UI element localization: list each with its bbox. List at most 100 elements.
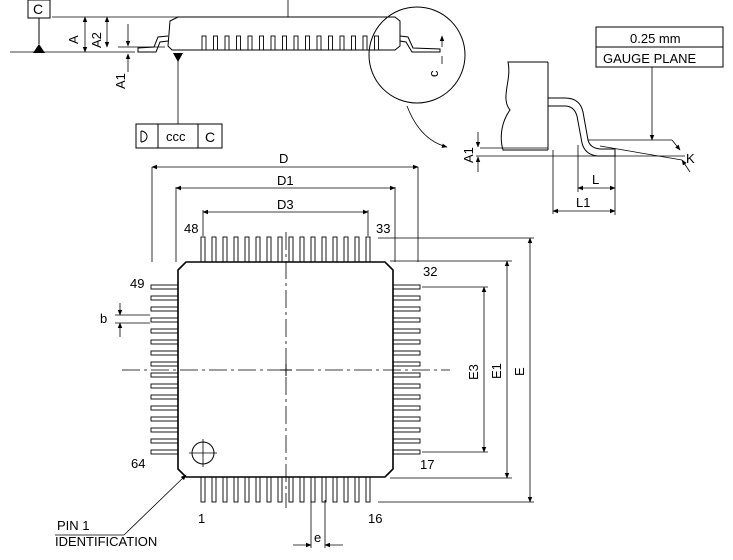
- datum-c-label: C: [33, 1, 43, 17]
- lead-top: [332, 236, 338, 263]
- lead-top: [211, 236, 217, 263]
- lead-top: [277, 236, 283, 263]
- lead-left: [150, 350, 179, 356]
- right-lead: [399, 35, 441, 53]
- lead-top: [288, 236, 294, 263]
- lead-top: [365, 236, 371, 263]
- lead-top: [244, 236, 250, 263]
- side-lead: [362, 35, 368, 51]
- flatness-symbol: [140, 130, 148, 143]
- lead-right: [392, 306, 421, 312]
- ccc-leader-arrow: [173, 53, 183, 62]
- pin-number-1: 1: [198, 511, 205, 526]
- lead-top: [299, 236, 305, 263]
- dim-e-pitch-label: e: [314, 530, 321, 545]
- lead-top: [354, 236, 360, 263]
- lead-left: [150, 295, 179, 301]
- lead-bottom: [332, 476, 338, 503]
- lead-bottom: [211, 476, 217, 503]
- lead-left: [150, 284, 179, 290]
- side-lead-comb: [201, 35, 379, 51]
- side-lead: [236, 35, 241, 51]
- tolerance-value: ccc: [166, 129, 186, 144]
- dim-a2-label: A2: [89, 32, 104, 48]
- detail-lead: [548, 97, 616, 157]
- lead-top: [321, 236, 327, 263]
- lead-right: [392, 372, 421, 378]
- lead-right: [392, 438, 421, 444]
- detail-arrow: [406, 105, 448, 148]
- pin1-label-line1: PIN 1: [57, 518, 90, 533]
- lead-top: [222, 236, 228, 263]
- gauge-label: GAUGE PLANE: [603, 51, 697, 66]
- lead-left: [150, 361, 179, 367]
- side-lead: [259, 35, 264, 51]
- lead-bottom: [277, 476, 283, 503]
- k-angle-line: [599, 145, 683, 161]
- side-lead: [213, 35, 218, 51]
- lead-bottom: [200, 476, 206, 503]
- side-lead: [282, 35, 287, 51]
- lead-right: [392, 416, 421, 422]
- side-view: C A A2 A1 cc: [10, 0, 466, 149]
- dim-c-label: c: [426, 70, 441, 77]
- dim-a1-label: A1: [113, 73, 128, 89]
- lead-left: [150, 449, 179, 455]
- lead-left: [150, 328, 179, 334]
- side-lead: [201, 35, 207, 51]
- pin1-leader: [123, 474, 187, 536]
- lead-bottom: [266, 476, 272, 503]
- tolerance-frame: ccc C: [135, 123, 223, 149]
- lead-right: [392, 427, 421, 433]
- lead-bottom: [233, 476, 239, 503]
- lead-right: [392, 350, 421, 356]
- pin-array: [150, 236, 421, 503]
- lead-left: [150, 394, 179, 400]
- lead-top: [255, 236, 261, 263]
- dim-d3-label: D3: [277, 197, 294, 212]
- side-lead: [247, 35, 253, 51]
- dim-d1-label: D1: [277, 173, 294, 188]
- dim-e1-label: E1: [489, 363, 504, 379]
- side-lead: [328, 35, 333, 51]
- lead-right: [392, 317, 421, 323]
- lead-left: [150, 416, 179, 422]
- lead-left: [150, 306, 179, 312]
- lead-right: [392, 394, 421, 400]
- lead-right: [392, 383, 421, 389]
- side-lead: [293, 35, 299, 51]
- lead-top: [233, 236, 239, 263]
- datum-c-triangle: [33, 44, 45, 53]
- tolerance-datum: C: [205, 129, 215, 145]
- lead-left: [150, 317, 179, 323]
- detail-body-break: [500, 61, 548, 151]
- dim-e3-label: E3: [466, 364, 481, 380]
- dim-l1-label: L1: [576, 195, 590, 210]
- lead-right: [392, 295, 421, 301]
- dim-a-label: A: [66, 35, 81, 44]
- pin-number-17: 17: [420, 457, 434, 472]
- side-lead: [305, 35, 310, 51]
- detail-a1-label: A1: [461, 147, 476, 163]
- pin-number-48: 48: [184, 221, 198, 236]
- lead-right: [392, 405, 421, 411]
- lead-bottom: [354, 476, 360, 503]
- dim-l-label: L: [592, 172, 599, 187]
- lead-bottom: [343, 476, 349, 503]
- lead-bottom: [255, 476, 261, 503]
- lead-bottom: [321, 476, 327, 503]
- k-label: K: [686, 151, 695, 166]
- side-lead: [374, 35, 379, 51]
- lead-bottom: [365, 476, 371, 503]
- lead-bottom: [222, 476, 228, 503]
- lead-bottom: [288, 476, 294, 503]
- lead-left: [150, 438, 179, 444]
- gauge-detail: 0.25 mm GAUGE PLANE A1 K L L1: [461, 26, 724, 215]
- side-lead: [270, 35, 276, 51]
- lead-right: [392, 449, 421, 455]
- dim-e-label: E: [512, 367, 527, 376]
- lead-bottom: [299, 476, 305, 503]
- lead-left: [150, 427, 179, 433]
- lead-left: [150, 372, 179, 378]
